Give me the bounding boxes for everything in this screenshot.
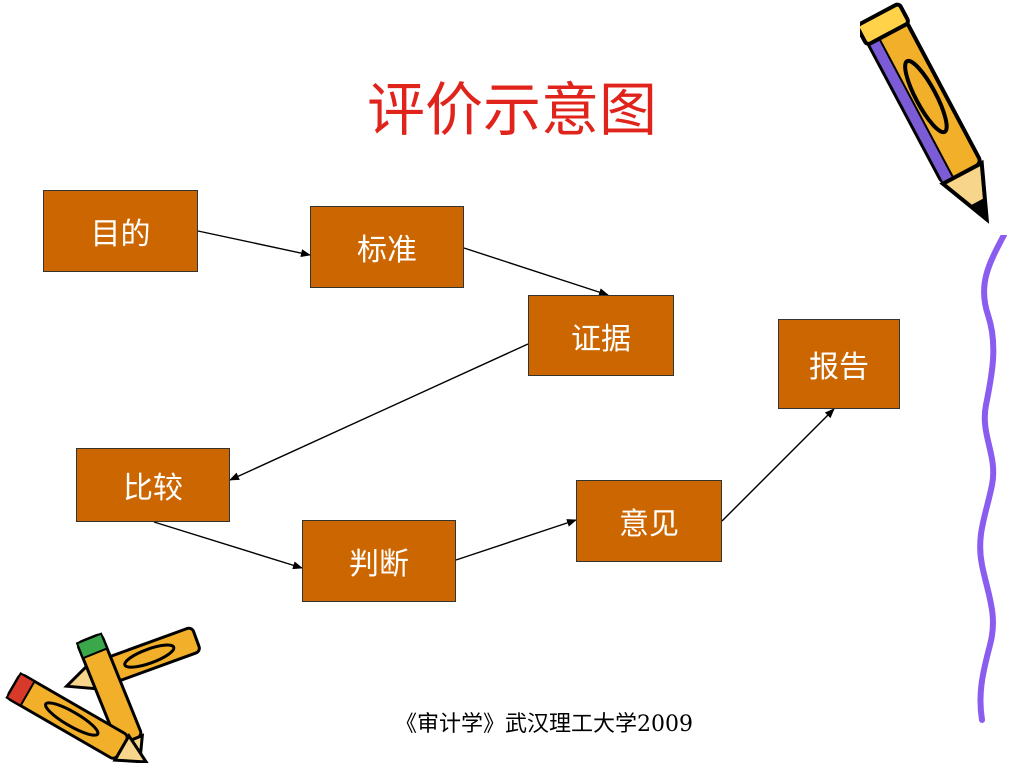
squiggle-line xyxy=(977,235,1007,723)
node-yijian: 意见 xyxy=(576,480,722,562)
arrow-yijian-baogao xyxy=(721,408,835,522)
arrow-panduan-yijian xyxy=(455,519,577,561)
node-zhengju: 证据 xyxy=(528,295,674,376)
arrow-biaozhun-zhengju xyxy=(463,247,609,297)
node-bijiao: 比较 xyxy=(76,448,230,522)
pencil-icon xyxy=(860,2,990,224)
node-mudi: 目的 xyxy=(43,190,198,272)
node-baogao: 报告 xyxy=(778,319,900,409)
arrow-mudi-biaozhun xyxy=(197,230,311,258)
page-title: 评价示意图 xyxy=(366,76,657,144)
footer-text: 《审计学》武汉理工大学2009 xyxy=(395,712,693,737)
node-biaozhun: 标准 xyxy=(310,206,464,288)
arrow-zhengju-bijiao xyxy=(229,343,529,481)
pencils-icon xyxy=(5,626,201,763)
arrow-bijiao-panduan xyxy=(153,521,303,570)
node-panduan: 判断 xyxy=(302,520,456,602)
